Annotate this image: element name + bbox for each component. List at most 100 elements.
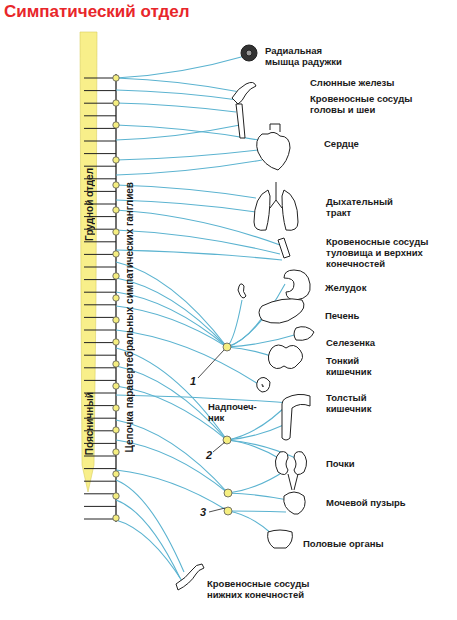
vessel bbox=[278, 238, 290, 258]
eye bbox=[241, 45, 257, 61]
ganglia bbox=[113, 75, 232, 521]
nerve-fiber bbox=[116, 185, 256, 198]
ganglion bbox=[113, 251, 119, 257]
nerve-fiber bbox=[116, 480, 184, 572]
spinal-root bbox=[84, 166, 116, 167]
nerve-fiber bbox=[227, 440, 300, 460]
nerve-fiber bbox=[228, 511, 272, 534]
salivary-gland bbox=[232, 82, 256, 104]
organ-label: Почки bbox=[326, 458, 426, 469]
bladder bbox=[284, 492, 305, 514]
spinal-root bbox=[84, 380, 116, 381]
spinal-root bbox=[84, 78, 116, 79]
kidney bbox=[294, 452, 307, 475]
ganglion bbox=[113, 295, 119, 301]
nerve-fiber bbox=[228, 470, 286, 493]
leader-line bbox=[209, 508, 225, 512]
nerve-fiber bbox=[116, 56, 245, 78]
spinal-root bbox=[84, 304, 116, 305]
stomach bbox=[284, 270, 310, 300]
organ-label: Кровеносные сосуды нижних конечностей bbox=[207, 578, 332, 600]
spinal-root bbox=[84, 153, 116, 154]
kidney bbox=[275, 452, 288, 475]
ganglion bbox=[113, 361, 119, 367]
organ-label: Сердце bbox=[324, 138, 424, 149]
organs bbox=[176, 45, 314, 590]
nerve-fiber bbox=[228, 511, 286, 512]
spinal-root bbox=[84, 292, 116, 293]
organ-label: Печень bbox=[325, 310, 425, 321]
organ-label: Тонкий кишечник bbox=[326, 355, 386, 377]
organ-label: Мочевой пузырь bbox=[326, 497, 436, 508]
large-intestine bbox=[282, 394, 310, 440]
organ-label: Дыхательный тракт bbox=[326, 196, 406, 218]
organ-label: Желудок bbox=[325, 282, 425, 293]
organ-label: Кровеносные сосуды головы и шеи bbox=[310, 93, 430, 115]
nerve-fiber bbox=[227, 334, 298, 347]
ganglion bbox=[113, 317, 119, 323]
ganglion bbox=[113, 471, 119, 477]
ganglion bbox=[113, 273, 119, 279]
nerve-fiber bbox=[116, 78, 240, 92]
ureter bbox=[288, 474, 298, 490]
nerve-fiber bbox=[116, 200, 256, 212]
nerve-fiber bbox=[116, 250, 282, 260]
spinal-root bbox=[84, 241, 116, 242]
ganglion bbox=[113, 515, 119, 521]
vessel bbox=[236, 104, 245, 138]
trachea bbox=[270, 182, 282, 208]
spinal-roots bbox=[84, 78, 116, 519]
adrenal-gland bbox=[257, 377, 270, 392]
spinal-root bbox=[84, 141, 116, 142]
nerve-fiber bbox=[228, 493, 288, 500]
ganglion bbox=[113, 339, 119, 345]
nerve-fiber bbox=[116, 150, 258, 160]
spinal-root bbox=[84, 90, 116, 91]
spinal-root bbox=[84, 355, 116, 356]
spinal-root bbox=[84, 519, 116, 520]
organ-label: Надпочеч- ник bbox=[208, 401, 254, 423]
vessel bbox=[176, 564, 204, 590]
nerve-fiber bbox=[116, 90, 238, 100]
section-label: Грудной отдел bbox=[84, 168, 95, 241]
spinal-root bbox=[84, 317, 116, 318]
callout-number: 1 bbox=[190, 376, 202, 387]
ganglion bbox=[113, 383, 119, 389]
ganglion bbox=[223, 343, 231, 351]
spinal-root bbox=[84, 128, 116, 129]
organ-label: Кровеносные сосуды туловища и верхних ко… bbox=[326, 236, 451, 269]
callout-number: 2 bbox=[206, 450, 218, 461]
ganglion bbox=[113, 207, 119, 213]
spinal-root bbox=[84, 279, 116, 280]
liver bbox=[259, 299, 304, 323]
nerve-fiber bbox=[116, 125, 258, 140]
nerve-fiber bbox=[116, 103, 236, 112]
pupil bbox=[246, 50, 252, 56]
ganglion bbox=[224, 507, 232, 515]
spleen bbox=[294, 327, 314, 341]
ganglion bbox=[113, 229, 119, 235]
callout-number: 3 bbox=[200, 507, 212, 518]
spinal-root bbox=[84, 342, 116, 343]
heart bbox=[257, 132, 290, 170]
ganglion bbox=[113, 122, 119, 128]
ganglion bbox=[113, 157, 119, 163]
lung-left bbox=[254, 190, 270, 230]
ganglion bbox=[113, 493, 119, 499]
spinal-root bbox=[84, 481, 116, 482]
nerve-fiber bbox=[116, 520, 184, 584]
spinal-root bbox=[84, 367, 116, 368]
title: Симпатический отдел bbox=[4, 2, 190, 22]
organ-label: Толстый кишечник bbox=[326, 392, 386, 414]
nerve-fiber bbox=[116, 160, 262, 175]
section-label: Поясничный bbox=[84, 392, 95, 455]
organ-label: Селезенка bbox=[326, 337, 426, 348]
small-structure bbox=[238, 284, 246, 298]
spinal-root bbox=[84, 468, 116, 469]
spinal-root bbox=[84, 115, 116, 116]
spinal-root bbox=[84, 103, 116, 104]
lung-right bbox=[282, 190, 298, 230]
nerve-fiber bbox=[116, 125, 240, 140]
section-label: Цепочка паравертебральных симпатических … bbox=[124, 182, 135, 452]
adrenal-detail bbox=[262, 384, 264, 387]
